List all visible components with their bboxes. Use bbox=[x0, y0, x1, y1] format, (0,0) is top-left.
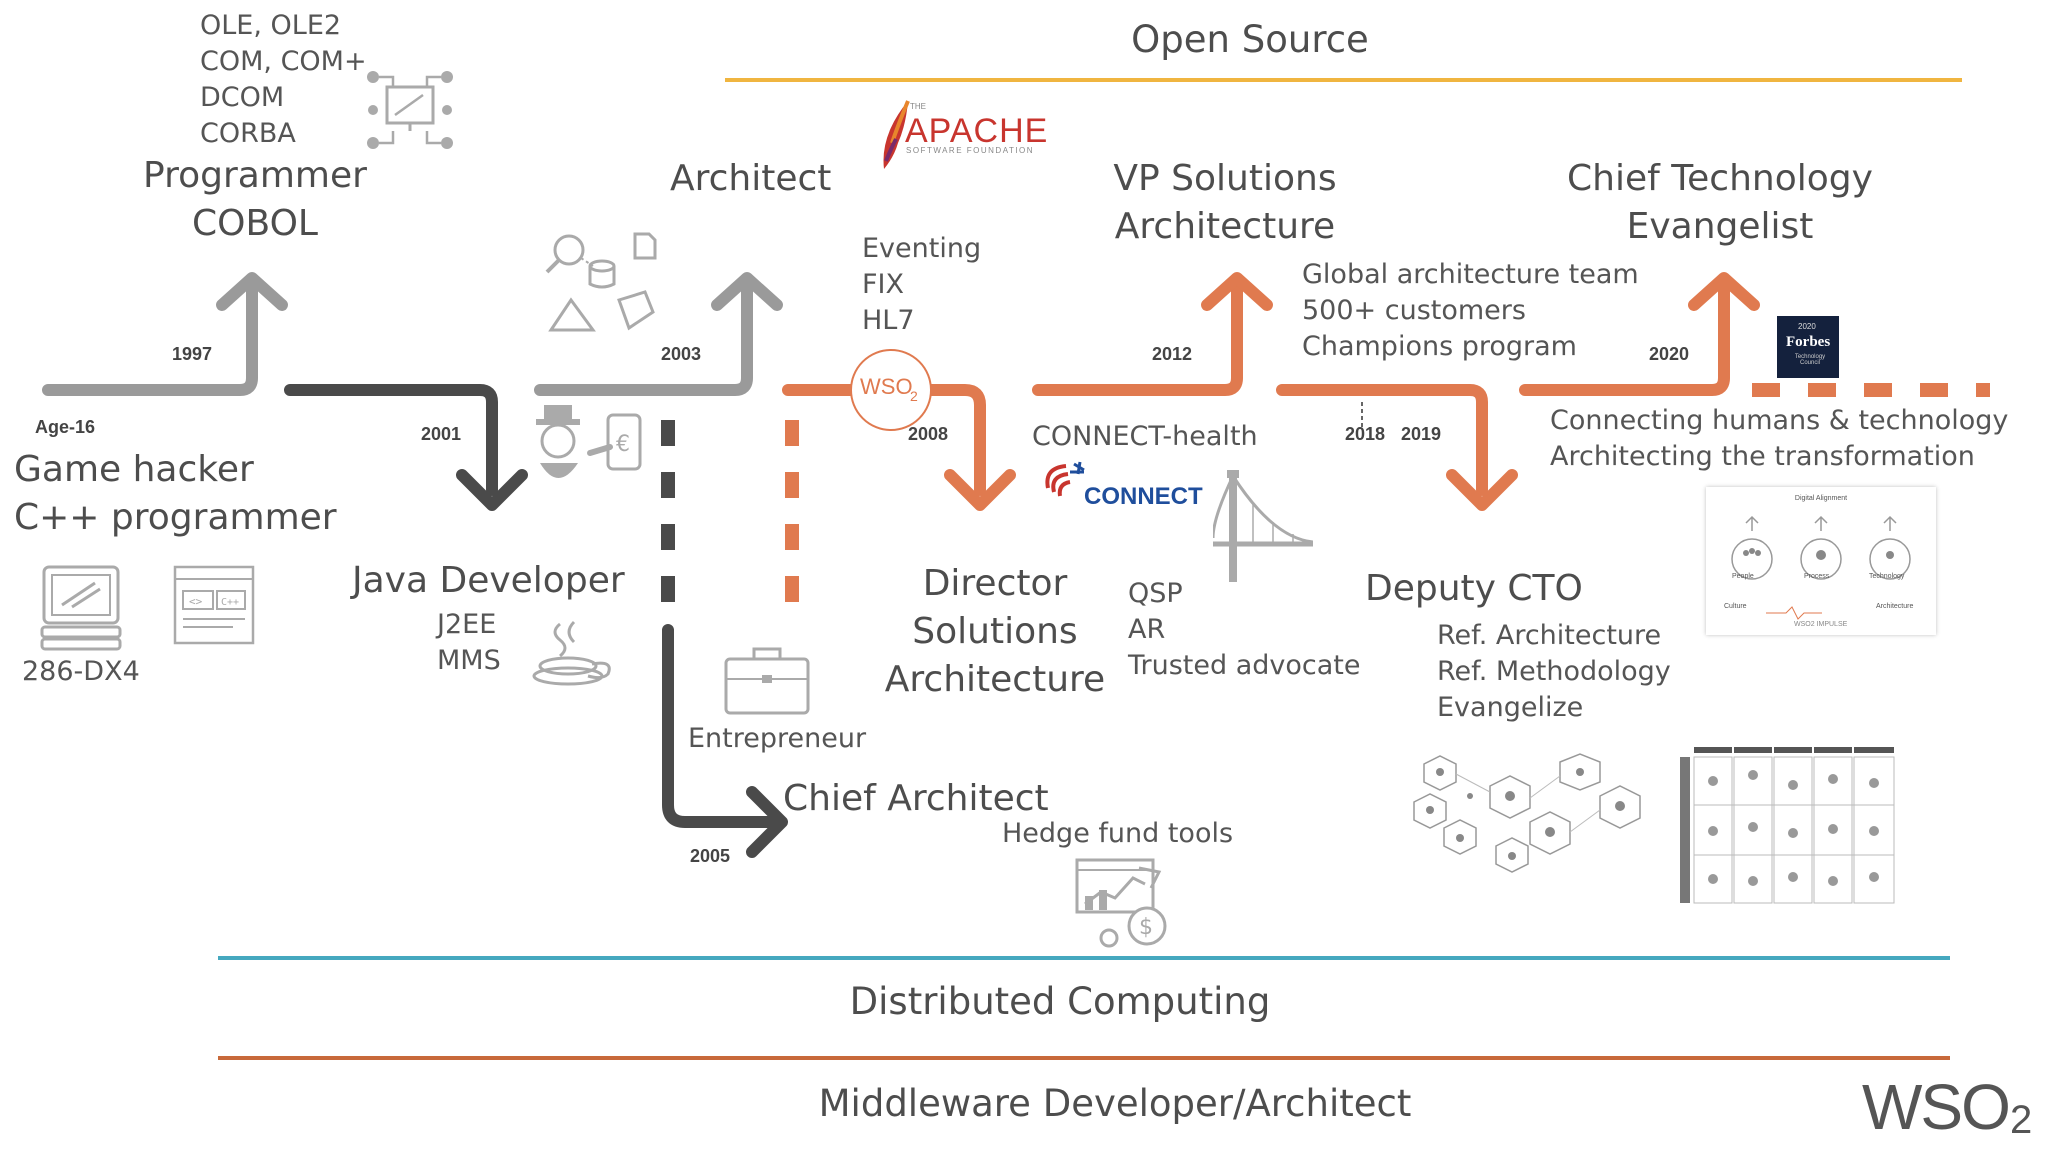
year-2019: 2019 bbox=[1401, 424, 1442, 444]
year-2008: 2008 bbox=[908, 424, 949, 444]
connect-wordmark: CONNECT bbox=[1084, 483, 1203, 510]
svg-text:C++: C++ bbox=[221, 597, 239, 608]
arrow-2001 bbox=[284, 384, 498, 496]
role-java-developer: Java Developer bbox=[352, 560, 625, 601]
connect-logo-icon bbox=[1045, 461, 1085, 497]
year-2020: 2020 bbox=[1649, 344, 1690, 364]
forbes-subtitle: Technology Council bbox=[1794, 354, 1826, 366]
role-chief-architect: Chief Architect bbox=[783, 778, 1049, 819]
arrow-2008-head bbox=[944, 469, 1016, 511]
card-process: Process bbox=[1804, 573, 1830, 580]
card-people: People bbox=[1732, 573, 1754, 580]
card-architecture: Architecture bbox=[1876, 603, 1914, 610]
briefcase-icon bbox=[724, 647, 810, 715]
role-deputy-cto: Deputy CTO bbox=[1365, 568, 1583, 609]
year-2018: 2018 bbox=[1345, 424, 1386, 444]
role-architect: Architect bbox=[670, 158, 832, 199]
year-2003: 2003 bbox=[661, 344, 702, 364]
role-programmer: Programmer COBOL bbox=[143, 155, 367, 244]
java-cup-icon bbox=[532, 620, 611, 686]
reference-architecture-thumbnail bbox=[1413, 753, 1641, 873]
hacker-icon: € bbox=[536, 405, 642, 478]
band-distributed: Distributed Computing bbox=[849, 980, 1271, 1023]
band-open-source: Open Source bbox=[1131, 18, 1369, 61]
apache-feather-icon bbox=[883, 100, 910, 169]
wso2-corner-sub: 2 bbox=[2010, 1098, 2033, 1142]
vp-details: Global architecture team 500+ customers … bbox=[1302, 259, 1639, 362]
year-2005: 2005 bbox=[690, 846, 731, 866]
alignment-circles bbox=[1731, 515, 1911, 620]
arrow-2001-head bbox=[456, 469, 528, 511]
band-middleware: Middleware Developer/Architect bbox=[818, 1082, 1412, 1125]
java-tech: J2EE MMS bbox=[437, 609, 501, 676]
arrow-2020-head bbox=[1688, 272, 1760, 311]
wso2-badge-text: WSO bbox=[860, 374, 913, 399]
apache-subtitle: SOFTWARE FOUNDATION bbox=[906, 146, 1035, 155]
protocol-list: Eventing FIX HL7 bbox=[862, 233, 982, 336]
architecture-tools-icon bbox=[545, 232, 657, 332]
wso2-badge-sub: 2 bbox=[910, 388, 918, 404]
wso2-badge bbox=[850, 349, 932, 431]
methodology-table-thumbnail bbox=[1678, 745, 1898, 905]
arrow-2012-head bbox=[1201, 272, 1273, 311]
svg-text:<>: <> bbox=[189, 595, 203, 608]
card-footer: WSO2 IMPULSE bbox=[1794, 621, 1848, 628]
forbes-wordmark: Forbes bbox=[1786, 334, 1831, 350]
entrepreneur-label: Entrepreneur bbox=[688, 723, 867, 754]
arrow-2008 bbox=[782, 384, 986, 496]
finance-chart-icon: $ bbox=[1075, 858, 1167, 948]
connect-health-label: CONNECT-health bbox=[1032, 421, 1258, 452]
year-2001: 2001 bbox=[421, 424, 462, 444]
card-title: Digital Alignment bbox=[1794, 495, 1848, 502]
apache-the: THE bbox=[910, 102, 926, 111]
qsp-list: QSP AR Trusted advocate bbox=[1128, 578, 1361, 681]
card-culture: Culture bbox=[1724, 603, 1747, 610]
hedge-fund-label: Hedge fund tools bbox=[1002, 818, 1234, 849]
arrow-1997-head bbox=[216, 272, 288, 311]
arrow-1997 bbox=[42, 279, 258, 396]
role-game-hacker: Game hacker C++ programmer bbox=[14, 449, 337, 538]
card-technology: Technology bbox=[1869, 573, 1905, 580]
arrow-2003 bbox=[534, 279, 753, 396]
year-2012: 2012 bbox=[1152, 344, 1193, 364]
circuit-monitor-icon bbox=[367, 71, 453, 149]
bridge-icon bbox=[1213, 470, 1313, 582]
forbes-year: 2020 bbox=[1798, 322, 1816, 331]
age-label: Age-16 bbox=[35, 417, 96, 437]
tech-list: OLE, OLE2 COM, COM+ DCOM CORBA bbox=[200, 10, 367, 149]
year-1997: 1997 bbox=[172, 344, 213, 364]
digital-alignment-card: Digital Alignment People Process Technol… bbox=[1706, 487, 1936, 635]
computer-label: 286-DX4 bbox=[22, 656, 140, 687]
code-window-icon: <> C++ bbox=[173, 565, 255, 645]
arrow-2005 bbox=[662, 624, 776, 828]
role-cte: Chief Technology Evangelist bbox=[1567, 158, 1873, 247]
laptop-icon bbox=[40, 565, 122, 651]
role-director: Director Solutions Architecture bbox=[884, 563, 1106, 700]
forbes-badge bbox=[1777, 316, 1839, 378]
arrow-2019 bbox=[1276, 384, 1488, 496]
arrow-2019-head bbox=[1446, 469, 1518, 511]
arrow-2005-head bbox=[746, 786, 788, 858]
cte-details: Connecting humans & technology Architect… bbox=[1550, 405, 2009, 472]
wso2-corner-logo: WSO bbox=[1862, 1071, 2011, 1143]
svg-text:$: $ bbox=[1139, 915, 1153, 940]
svg-text:€: € bbox=[616, 432, 630, 457]
apache-wordmark: APACHE bbox=[905, 112, 1049, 150]
arrow-2012 bbox=[1032, 279, 1243, 396]
arrow-2003-head bbox=[711, 272, 783, 311]
arrow-2020 bbox=[1519, 279, 1730, 396]
role-vp: VP Solutions Architecture bbox=[1113, 158, 1337, 247]
deputy-details: Ref. Architecture Ref. Methodology Evang… bbox=[1437, 620, 1671, 723]
